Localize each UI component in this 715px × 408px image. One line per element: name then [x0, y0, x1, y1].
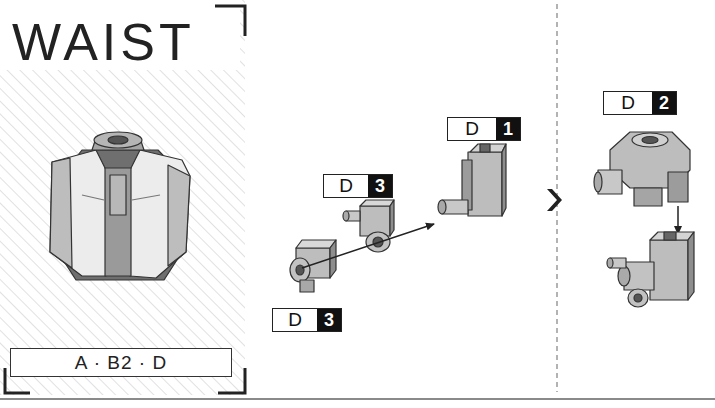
runner-letter: D — [273, 309, 317, 331]
part-number: 3 — [317, 309, 341, 331]
runner-list-box: A · B2 · D — [10, 348, 232, 377]
runner-list: A · B2 · D — [75, 352, 167, 374]
part-tag: D3 — [323, 174, 393, 198]
hatch-panel — [0, 0, 245, 395]
runner-letter: D — [448, 118, 496, 140]
runner-letter: D — [324, 175, 368, 197]
assembly-arrow — [677, 206, 679, 234]
part-number: 3 — [368, 175, 392, 197]
part-d3-lower — [290, 240, 336, 292]
page-title: WAIST — [12, 12, 195, 72]
corner-bracket — [215, 6, 245, 36]
part-number: 2 — [652, 92, 676, 114]
part-number: 1 — [496, 118, 520, 140]
part-d1 — [438, 144, 506, 216]
part-d3-upper — [343, 200, 394, 252]
part-tag: D2 — [603, 91, 677, 115]
step-chevron — [547, 189, 562, 211]
runner-letter: D — [604, 92, 652, 114]
assembly-arrow — [302, 224, 434, 268]
part-tag: D1 — [447, 117, 521, 141]
part-d2 — [594, 132, 690, 206]
bottom-rule — [0, 398, 715, 400]
part-assembled — [607, 232, 694, 307]
part-tag: D3 — [272, 308, 342, 332]
waist-illustration — [50, 132, 190, 280]
